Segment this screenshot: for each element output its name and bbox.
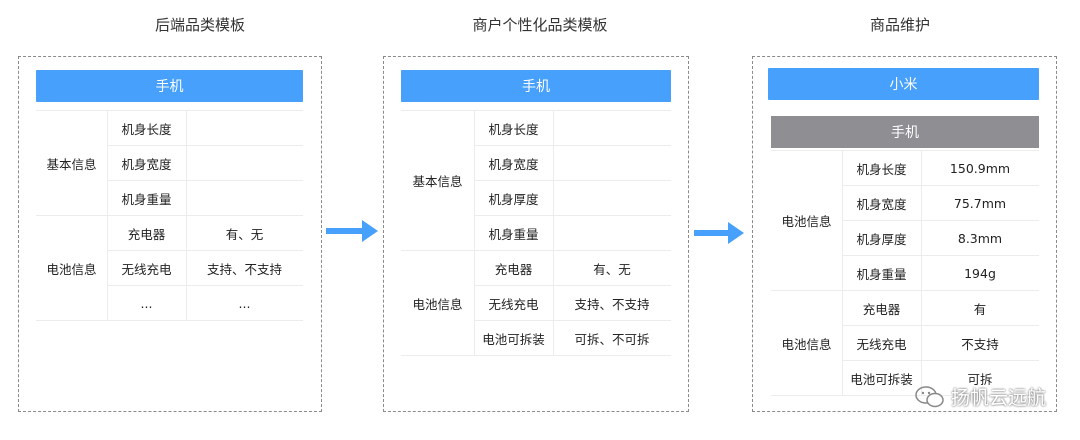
attribute-row: 电池可拆装 可拆、不可拆 [474,321,671,356]
attribute-name: 机身长度 [488,121,539,137]
attribute-name: 机身厚度 [488,191,539,207]
attribute-row: 机身宽度 [107,146,303,181]
attribute-row: 机身重量 194g [842,256,1039,291]
attribute-row: ...... [107,286,303,321]
attribute-name: 机身重量 [121,191,172,207]
attribute-row: 充电器 有、无 [474,251,671,286]
group-label: 电池信息 [401,251,474,356]
arrow-right-icon [326,220,378,242]
middle-header-phone: 手机 [401,70,671,102]
attribute-value [553,216,671,250]
attribute-row: 无线充电 不支持 [842,326,1039,361]
group-label: 基本信息 [36,111,107,216]
attribute-row: 机身长度 [474,111,671,146]
wechat-icon [915,385,944,407]
attribute-name: 充电器 [127,226,166,242]
column-divider [107,111,108,321]
attribute-name: ... [140,295,153,311]
attribute-value: 有、无 [593,261,631,277]
attribute-row: 机身宽度 75.7mm [842,186,1039,221]
attribute-value: 有、无 [225,226,264,242]
title-product-maintenance: 商品维护 [869,16,930,34]
attribute-row: 充电器 有 [842,291,1039,326]
column-divider [186,111,187,321]
attribute-value [186,111,303,145]
group-label: 电池信息 [36,216,107,321]
attribute-value: ... [238,295,251,311]
right-subheader-phone: 手机 [771,116,1039,148]
attribute-value: 150.9mm [949,160,1011,176]
right-header-xiaomi: 小米 [768,68,1039,100]
attribute-name: 无线充电 [856,336,907,352]
attribute-value: 可拆 [967,371,993,387]
attribute-row: 机身重量 [107,181,303,216]
attribute-row: 无线充电 支持、不支持 [474,286,671,321]
attribute-name: 无线充电 [121,261,172,277]
attribute-value: 支持、不支持 [206,261,282,277]
attribute-value: 不支持 [961,336,999,352]
column-divider [842,151,843,396]
attribute-name: 电池可拆装 [850,371,913,387]
attribute-row: 机身长度 150.9mm [842,151,1039,186]
attribute-value [186,181,303,215]
attribute-value: 194g [964,265,996,281]
attribute-row: 机身宽度 [474,146,671,181]
attribute-value: 75.7mm [953,195,1007,211]
middle-attribute-table: 基本信息机身长度机身宽度机身厚度机身重量电池信息 充电器 有、无无线充电 支持、不支持… [401,110,671,356]
attribute-name: 机身长度 [856,161,907,177]
left-attribute-table: 基本信息机身长度机身宽度机身重量电池信息 充电器 有、无无线充电 支持、不支持....… [36,110,303,321]
column-divider [553,111,554,356]
watermark: 扬帆云远航 [915,383,1046,410]
group-label: 电池信息 [771,291,842,396]
attribute-row: 机身厚度 [474,181,671,216]
attribute-row: 充电器 有、无 [107,216,303,251]
watermark-text: 扬帆云远航 [950,387,1046,409]
attribute-name: 机身宽度 [121,156,172,172]
attribute-name: 机身长度 [121,121,172,137]
attribute-row: 机身厚度 8.3mm [842,221,1039,256]
title-merchant-template: 商户个性化品类模板 [472,16,608,34]
attribute-name: 无线充电 [488,296,539,312]
attribute-value: 8.3mm [957,230,1003,246]
group-label: 电池信息 [771,151,842,291]
attribute-name: 机身重量 [856,266,907,282]
attribute-value [553,111,671,145]
group-label: 基本信息 [401,111,474,251]
attribute-value: 可拆、不可拆 [574,331,650,347]
attribute-name: 充电器 [494,261,533,277]
column-divider [474,111,475,356]
title-backend-template: 后端品类模板 [154,16,245,34]
attribute-value [553,181,671,215]
attribute-name: 机身重量 [488,226,539,242]
attribute-name: 机身宽度 [856,196,907,212]
attribute-name: 机身宽度 [488,156,539,172]
left-header-phone: 手机 [36,70,303,102]
attribute-row: 无线充电 支持、不支持 [107,251,303,286]
attribute-row: 机身长度 [107,111,303,146]
attribute-value [186,146,303,180]
attribute-value [553,146,671,180]
attribute-name: 电池可拆装 [482,331,545,347]
attribute-value: 有 [973,301,987,317]
attribute-name: 充电器 [862,301,901,317]
attribute-row: 机身重量 [474,216,671,251]
arrow-right-icon [694,222,744,244]
attribute-name: 机身厚度 [856,231,907,247]
attribute-value: 支持、不支持 [574,296,650,312]
column-divider [921,151,922,396]
